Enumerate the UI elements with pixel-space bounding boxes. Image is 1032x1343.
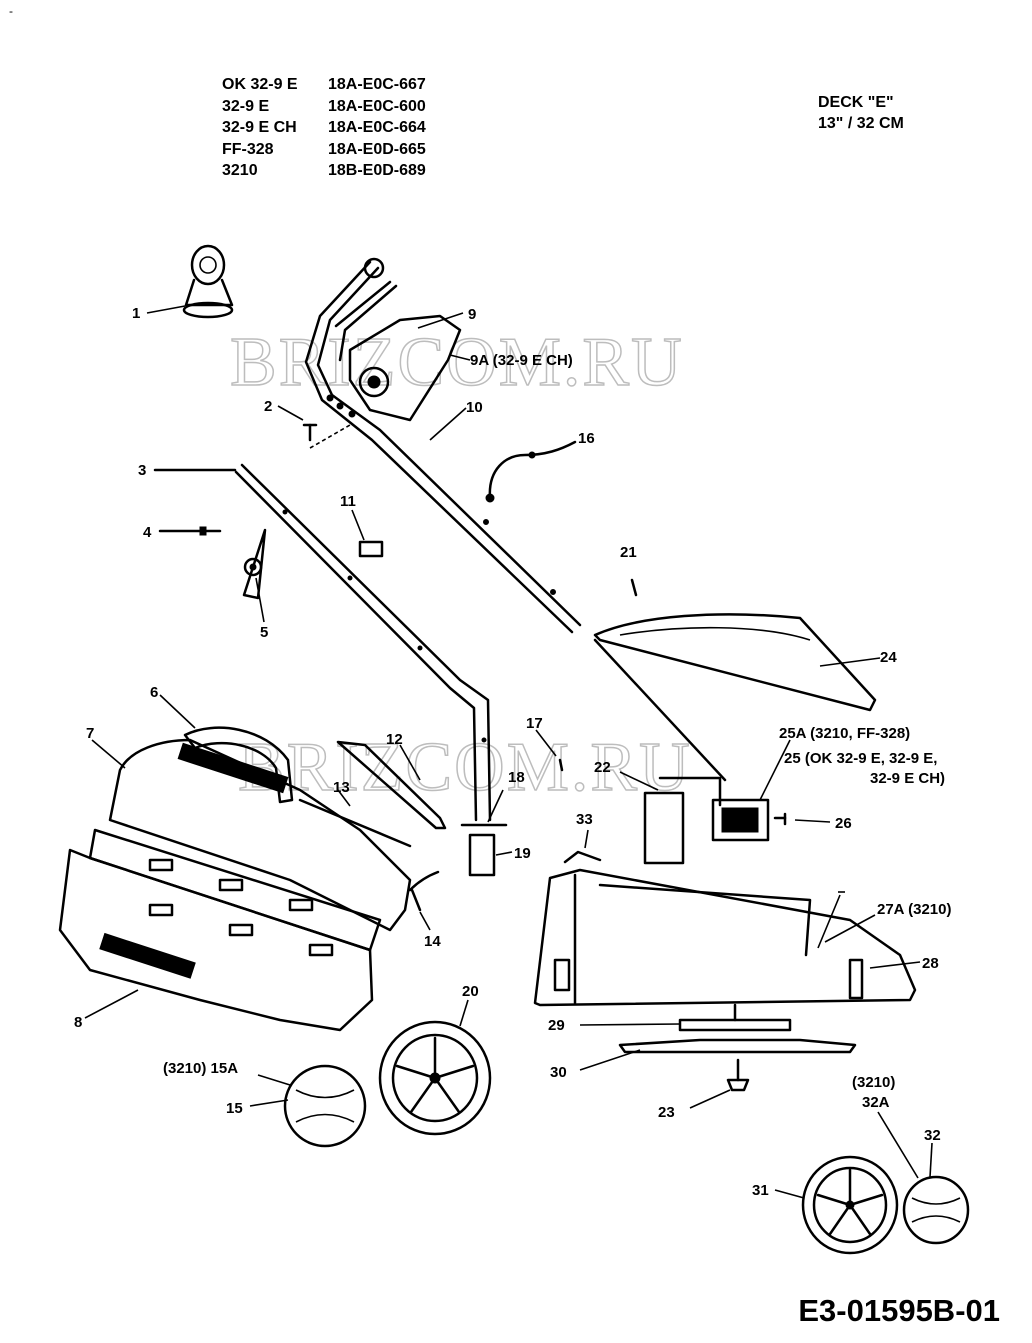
label-part-3: 3: [138, 462, 146, 479]
label-part-8: 8: [74, 1014, 82, 1031]
label-part-5: 5: [260, 624, 268, 641]
label-part-15: 15: [226, 1100, 243, 1117]
part-5-wing-nut: [242, 528, 267, 623]
label-part-13: 13: [333, 779, 350, 796]
label-part-32: 32: [924, 1127, 941, 1144]
label-part-28: 28: [922, 955, 939, 972]
part-3-lower-handle: [153, 463, 492, 822]
model-name: 3210: [222, 162, 258, 179]
label-part-32a-model: (3210): [852, 1074, 895, 1091]
label-part-17: 17: [526, 715, 543, 732]
part-27-mower-deck: [533, 829, 921, 1007]
part-14-spring: [408, 870, 440, 931]
label-part-20: 20: [462, 983, 479, 1000]
part-6-7-8-grass-catcher: [58, 726, 412, 1032]
model-row: 32-9 E CH 18A-E0C-664: [222, 117, 426, 139]
model-row: 32-9 E 18A-E0C-600: [222, 96, 426, 118]
label-part-31: 31: [752, 1182, 769, 1199]
label-part-14: 14: [424, 933, 441, 950]
model-name: 32-9 E CH: [222, 119, 297, 136]
part-9-10-upper-handle: [304, 257, 582, 634]
part-20-wheel: [378, 999, 492, 1136]
deck-info: DECK "E" 13" / 32 CM: [818, 92, 904, 134]
part-1-knob: [182, 244, 234, 319]
model-row: OK 32-9 E 18A-E0C-667: [222, 74, 426, 96]
label-part-25: 25 (OK 32-9 E, 32-9 E,: [784, 750, 937, 767]
corner-mark: -: [9, 4, 13, 18]
label-part-24: 24: [880, 649, 897, 666]
label-part-11: 11: [340, 493, 356, 510]
document-number: E3-01595B-01: [798, 1293, 1000, 1328]
label-part-10: 10: [466, 399, 483, 416]
part-18-19-fitting: [460, 789, 513, 877]
label-part-30: 30: [550, 1064, 567, 1081]
part-31-wheel: [774, 1155, 899, 1255]
watermark-top: BRIZCOM.RU: [230, 324, 684, 401]
part-16-cable: [485, 440, 577, 503]
label-part-2: 2: [264, 398, 272, 415]
label-part-7: 7: [86, 725, 94, 742]
label-part-6: 6: [150, 684, 158, 701]
label-part-12: 12: [386, 731, 403, 748]
part-12-13-rods: [298, 740, 447, 848]
label-part-32a: 32A: [862, 1094, 890, 1111]
label-part-25-cont: 32-9 E CH): [870, 770, 945, 787]
part-29-30-23-blade: [579, 1003, 857, 1109]
model-code: 18A-E0D-665: [328, 140, 426, 158]
part-25-switch: [658, 739, 831, 842]
model-name: 32-9 E: [222, 97, 270, 115]
model-code: 18A-E0C-664: [328, 119, 426, 136]
part-17-pin: [535, 729, 564, 772]
label-part-23: 23: [658, 1104, 675, 1121]
part-4-bolt: [158, 526, 222, 536]
label-part-22: 22: [594, 759, 611, 776]
part-2-screw: [302, 423, 351, 449]
part-24-cover: [593, 578, 877, 782]
model-code: 18A-E0C-600: [328, 97, 426, 115]
model-name: FF-328: [222, 140, 274, 158]
watermark-middle: BRIZCOM.RU: [238, 729, 692, 806]
deck-title: DECK "E": [818, 94, 894, 111]
part-32-hubcap: [877, 1111, 970, 1245]
label-part-25a: 25A (3210, FF-328): [779, 725, 910, 742]
model-code: 18B-E0D-689: [328, 162, 426, 179]
label-part-15a: (3210) 15A: [163, 1060, 238, 1077]
label-part-9a: 9A (32-9 E CH): [470, 352, 573, 369]
label-part-19: 19: [514, 845, 531, 862]
part-11-clip: [351, 509, 384, 558]
label-part-1: 1: [132, 305, 140, 322]
part-22-capacitor: [619, 771, 685, 865]
model-name: OK 32-9 E: [222, 76, 298, 93]
deck-size: 13" / 32 CM: [818, 115, 904, 132]
label-part-29: 29: [548, 1017, 565, 1034]
label-part-26: 26: [835, 815, 852, 832]
model-code: 18A-E0C-667: [328, 76, 426, 93]
model-row: 3210 18B-E0D-689: [222, 160, 426, 182]
label-part-27a: 27A (3210): [877, 901, 952, 918]
label-part-16: 16: [578, 430, 595, 447]
label-part-21: 21: [620, 544, 637, 561]
label-part-4: 4: [143, 524, 152, 541]
label-part-33: 33: [576, 811, 593, 828]
part-15-hubcap: [249, 1064, 367, 1148]
model-row: FF-328 18A-E0D-665: [222, 139, 426, 161]
label-part-18: 18: [508, 769, 525, 786]
model-list: OK 32-9 E 18A-E0C-667 32-9 E 18A-E0C-600 3…: [222, 74, 426, 182]
label-part-9: 9: [468, 306, 476, 323]
